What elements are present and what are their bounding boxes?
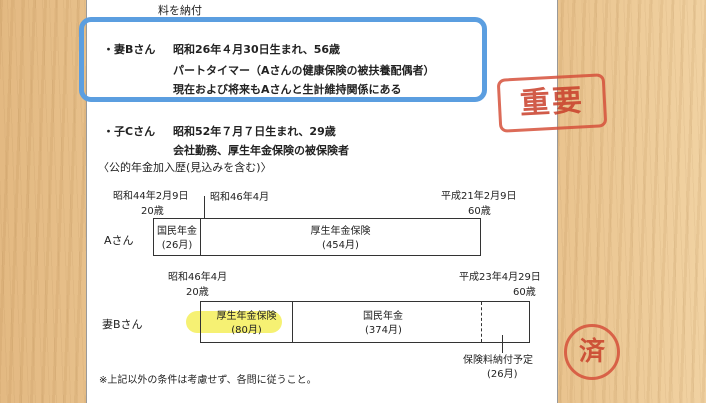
b-seg1-name: 厚生年金保険 [216, 311, 277, 322]
a-seg2-box: 厚生年金保険 (454月) [200, 218, 481, 256]
top-fragment: 料を納付 [158, 4, 202, 17]
history-title: 〈公的年金加入歴(見込みを含む)〉 [98, 161, 272, 174]
child-line2: 会社勤務、厚生年金保険の被保険者 [173, 144, 349, 157]
spouse-line3: 現在および将来もAさんと生計維持関係にある [173, 83, 402, 96]
b-seg2-box: 国民年金 (374月) [292, 301, 530, 343]
highlight-frame [79, 17, 487, 102]
b-seg2-months: (374月) [365, 325, 402, 336]
a-date-start: 昭和44年2月9日 [113, 191, 189, 202]
a-seg1-box: 国民年金 (26月) [153, 218, 201, 256]
b-date-end: 平成23年4月29日 [459, 272, 541, 283]
b-date-start: 昭和46年4月 [168, 272, 228, 283]
spouse-label: ・妻Bさん [103, 43, 156, 56]
b-dashed-divider [481, 302, 482, 342]
child-label: ・子Cさん [103, 125, 156, 138]
done-stamp: 済 [564, 324, 620, 380]
a-date-end: 平成21年2月9日 [441, 191, 517, 202]
a-seg1-name: 国民年金 [157, 226, 197, 237]
b-name: 妻Bさん [102, 318, 143, 331]
a-name: Aさん [104, 234, 134, 247]
a-age-end: 60歳 [468, 206, 491, 217]
a-seg2-name: 厚生年金保険 [310, 226, 371, 237]
spouse-line2: パートタイマー（Aさんの健康保険の被扶養配偶者） [173, 64, 435, 77]
b-age-end: 60歳 [513, 287, 536, 298]
b-note-leader [502, 335, 503, 353]
important-stamp: 重要 [496, 73, 608, 133]
document-page [86, 0, 558, 403]
child-line1: 昭和52年７月７日生まれ、29歳 [173, 125, 336, 138]
b-note1: 保険料納付予定 [463, 355, 533, 366]
a-age-start: 20歳 [141, 206, 164, 217]
yellow-marker [186, 311, 282, 333]
a-seg1-months: (26月) [161, 240, 193, 251]
footnote: ※上記以外の条件は考慮せず、各問に従うこと。 [99, 375, 317, 386]
b-note2: (26月) [487, 369, 518, 380]
spouse-line1: 昭和26年４月30日生まれ、56歳 [173, 43, 341, 56]
b-seg1-box: 厚生年金保険 (80月) [200, 301, 293, 343]
a-date-mid: 昭和46年4月 [210, 192, 270, 203]
b-seg2-name: 国民年金 [363, 311, 403, 322]
b-seg1-months: (80月) [231, 325, 262, 336]
a-mid-marker [204, 196, 205, 218]
a-seg2-months: (454月) [322, 240, 359, 251]
b-age-start: 20歳 [186, 287, 209, 298]
